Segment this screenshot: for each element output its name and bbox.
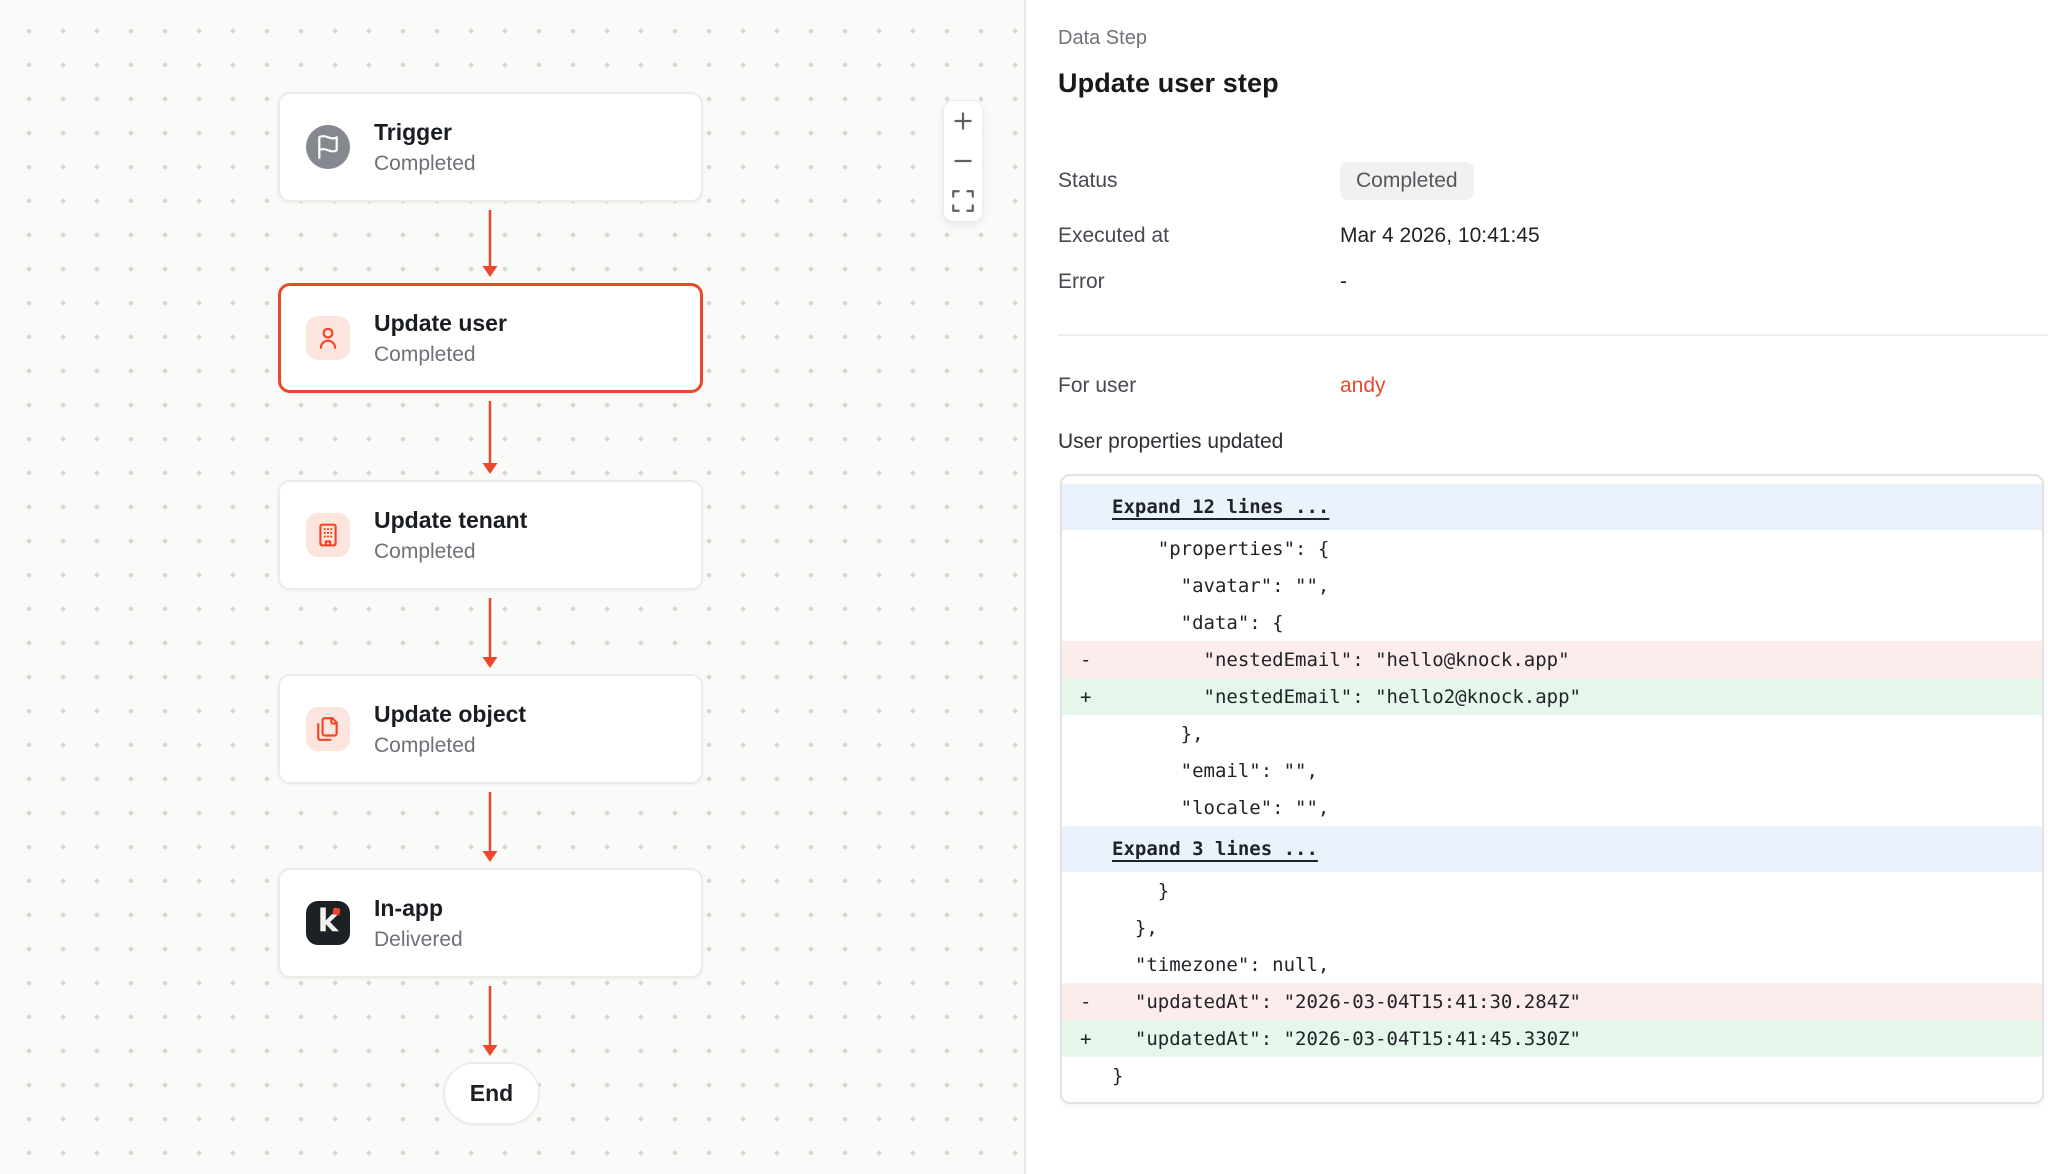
step-type-label: Data Step [1058,27,1147,50]
field-value: - [1340,270,1347,294]
field-label: For user [1058,374,1340,398]
diff-code-text: } [1112,880,1169,902]
workflow-canvas[interactable]: End TriggerCompletedUpdate userCompleted… [0,0,1024,1174]
diff-line-context: } [1062,1057,2042,1094]
node-in-app[interactable]: k In-appDelivered [278,868,703,978]
diff-line-context: "data": { [1062,604,2042,641]
diff-code-text: }, [1112,917,1158,939]
node-update-object[interactable]: Update objectCompleted [278,674,703,784]
connector-arrow [478,598,502,673]
field-label: Executed at [1058,224,1340,248]
diff-line-add: + "updatedAt": "2026-03-04T15:41:45.330Z… [1062,1020,2042,1057]
status-badge: Completed [1340,162,1474,200]
diff-line-context: "avatar": "", [1062,567,2042,604]
diff-code-text: Expand 12 lines ... [1112,496,1329,518]
node-title: Update tenant [374,505,527,535]
diff-line-context: "timezone": null, [1062,946,2042,983]
user-link[interactable]: andy [1340,374,1386,398]
diff-line-context: } [1062,872,2042,909]
diff-title: User properties updated [1058,430,1283,454]
diff-code-text: "locale": "", [1112,797,1329,819]
diff-line-context: "properties": { [1062,530,2042,567]
diff-code-text: "avatar": "", [1112,575,1329,597]
diff-code-text: "properties": { [1112,538,1329,560]
zoom-in-button[interactable] [944,101,982,141]
connector-arrow [478,401,502,479]
zoom-toolbar [943,100,983,222]
field-label: Error [1058,270,1340,294]
diff-code-text: "updatedAt": "2026-03-04T15:41:30.284Z" [1112,991,1581,1013]
fit-view-button[interactable] [944,181,982,221]
diff-code-text: "email": "", [1112,760,1318,782]
node-text: TriggerCompleted [374,117,476,177]
diff-line-context: "email": "", [1062,752,2042,789]
diff-expand-row[interactable]: Expand 12 lines ... [1062,484,2042,530]
maximize-icon [950,188,976,214]
diff-code-text: Expand 3 lines ... [1112,838,1318,860]
field-value: Mar 4 2026, 10:41:45 [1340,224,1540,248]
diff-code-text: "updatedAt": "2026-03-04T15:41:45.330Z" [1112,1028,1581,1050]
node-title: Update object [374,699,526,729]
diff-code-text: "timezone": null, [1112,954,1329,976]
flag-icon [306,125,350,169]
diff-line-add: + "nestedEmail": "hello2@knock.app" [1062,678,2042,715]
minus-icon [950,148,976,174]
diff-viewer: Expand 12 lines ... "properties": { "ava… [1060,474,2044,1104]
section-divider [1058,334,2048,336]
node-text: Update objectCompleted [374,699,526,759]
for-user-row: For user andy [1058,374,2048,398]
diff-expand-row[interactable]: Expand 3 lines ... [1062,826,2042,872]
node-end[interactable]: End [443,1062,540,1125]
diff-line-context: }, [1062,909,2042,946]
diff-code-text: } [1112,1065,1123,1087]
field-label: Status [1058,169,1340,193]
diff-sign: + [1080,1028,1112,1050]
node-status: Completed [374,732,526,759]
files-icon [306,707,350,751]
knock-red-dot [333,908,341,916]
knock-logo-icon: k [306,901,350,945]
node-status: Completed [374,538,527,565]
diff-sign: + [1080,686,1112,708]
diff-code-text: "nestedEmail": "hello@knock.app" [1112,649,1570,671]
node-text: Update tenantCompleted [374,505,527,565]
node-title: Update user [374,308,507,338]
field-row-executed-at: Executed atMar 4 2026, 10:41:45 [1058,224,2048,248]
node-update-tenant[interactable]: Update tenantCompleted [278,480,703,590]
plus-icon [950,108,976,134]
diff-sign: - [1080,649,1112,671]
user-icon [306,316,350,360]
diff-line-context: "locale": "", [1062,789,2042,826]
page-title: Update user step [1058,68,1279,99]
node-update-user[interactable]: Update userCompleted [278,283,703,393]
building-icon [306,513,350,557]
diff-sign: - [1080,991,1112,1013]
node-trigger[interactable]: TriggerCompleted [278,92,703,202]
zoom-out-button[interactable] [944,141,982,181]
node-status: Completed [374,150,476,177]
connector-arrow [478,210,502,282]
node-title: Trigger [374,117,476,147]
field-row-status: StatusCompleted [1058,162,2048,200]
diff-line-del: - "updatedAt": "2026-03-04T15:41:30.284Z… [1062,983,2042,1020]
connector-arrow [478,792,502,867]
diff-code-text: "nestedEmail": "hello2@knock.app" [1112,686,1581,708]
node-text: Update userCompleted [374,308,507,368]
node-status: Completed [374,341,507,368]
step-detail-panel: Data Step Update user step StatusComplet… [1026,0,2048,1174]
diff-code-text: "data": { [1112,612,1284,634]
diff-code-text: }, [1112,723,1204,745]
diff-line-context: }, [1062,715,2042,752]
node-status: Delivered [374,926,463,953]
node-title: In-app [374,893,463,923]
connector-arrow [478,986,502,1061]
field-row-error: Error- [1058,270,2048,294]
diff-line-del: - "nestedEmail": "hello@knock.app" [1062,641,2042,678]
end-node-label: End [470,1080,513,1107]
node-text: In-appDelivered [374,893,463,953]
